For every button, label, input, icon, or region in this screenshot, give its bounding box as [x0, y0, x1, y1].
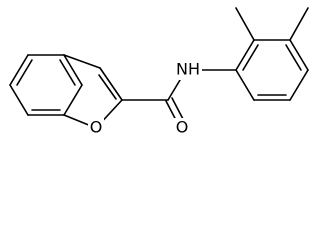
bond-aryl-double-b	[285, 44, 302, 71]
bond-aryl-3	[289, 39, 309, 71]
bond-benzo-3	[63, 54, 83, 86]
carbonyl-o-label-mask	[174, 118, 190, 138]
bond-benzo-6	[9, 84, 29, 116]
bond-methyl-1	[235, 7, 255, 41]
bond-furan-c3a-c3	[63, 54, 101, 69]
bond-aryl-6	[235, 69, 255, 101]
bond-aryl-1	[235, 39, 255, 71]
molecule-diagram: NH O O	[9, 7, 309, 138]
bond-aryl-4	[289, 69, 309, 101]
atom-label-ring-oxygen: O	[90, 118, 103, 137]
bond-benzo-double-a	[16, 59, 33, 86]
ring-o-label-mask	[88, 118, 104, 138]
bond-aryl-double-a	[242, 44, 259, 71]
nh-label-mask	[174, 60, 202, 80]
chemical-structure-canvas: NH O O	[9, 7, 309, 138]
bond-benzo-double-b	[59, 59, 76, 86]
atom-label-nh: NH	[176, 60, 200, 79]
bond-benzo-4	[63, 84, 83, 116]
bond-furan-c3-c2	[99, 67, 123, 101]
bond-methyl-2	[289, 7, 309, 41]
atom-label-carbonyl-oxygen: O	[176, 118, 189, 137]
bond-carbonyl-o-b	[171, 97, 185, 122]
bond-furan-c3-c2-double	[98, 74, 117, 100]
bond-benzo-1	[9, 54, 29, 86]
